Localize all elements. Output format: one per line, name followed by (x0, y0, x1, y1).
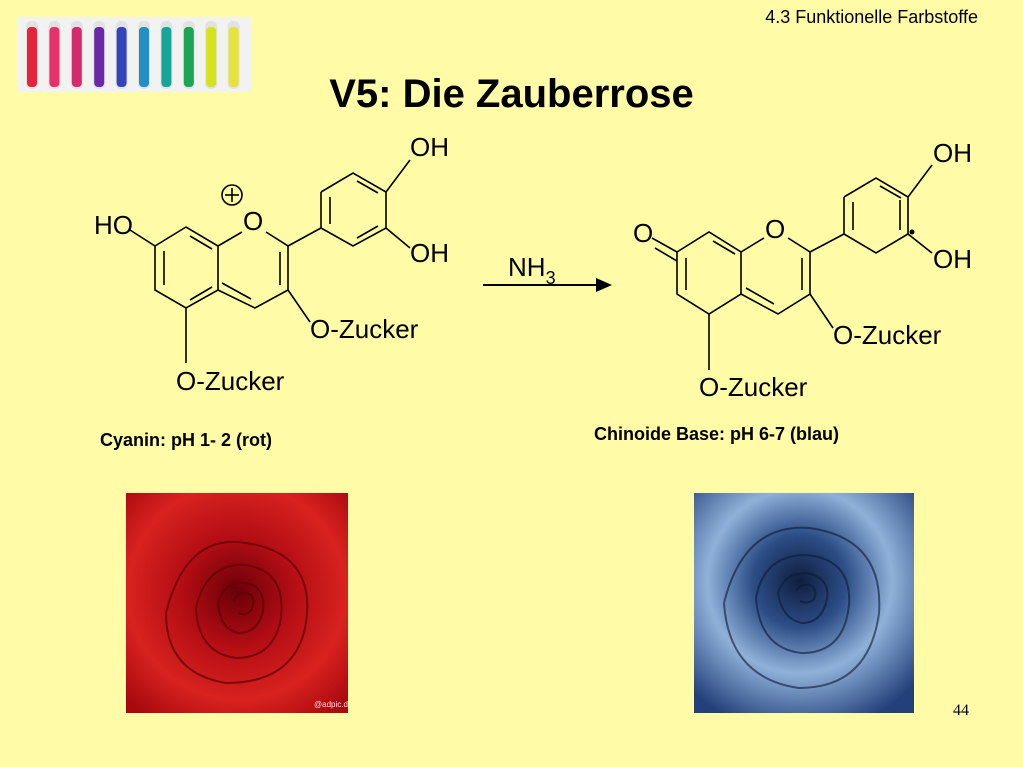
slide-title: V5: Die Zauberrose (329, 72, 694, 116)
test-tube-liquid (94, 27, 105, 87)
red-rose-photo: @adpic.de (126, 493, 348, 713)
test-tube-liquid (27, 27, 37, 87)
test-tube-liquid (139, 27, 149, 87)
test-tube-liquid (228, 27, 239, 87)
test-tube-liquid (161, 27, 172, 87)
test-tube-liquid (71, 27, 82, 87)
caption-cyanin: Cyanin: pH 1- 2 (rot) (100, 430, 273, 450)
right-ring-oxygen: O (765, 214, 785, 244)
caption-chinoide-base: Chinoide Base: pH 6-7 (blau) (594, 424, 840, 444)
right-oh-mid: OH (933, 244, 972, 274)
right-oh-top: OH (933, 138, 972, 168)
section-label: 4.3 Funktionelle Farbstoffe (765, 7, 978, 27)
page-number: 44 (953, 702, 969, 719)
test-tube-liquid (116, 27, 127, 87)
right-o-zucker-right: O-Zucker (833, 320, 942, 350)
test-tube-liquid (49, 27, 60, 87)
photo-watermark: @adpic.de (314, 700, 348, 709)
left-ring-oxygen: O (243, 206, 263, 236)
right-o-zucker-bottom: O-Zucker (699, 372, 808, 402)
test-tube-liquid (183, 27, 194, 87)
left-oh-mid: OH (410, 238, 449, 268)
left-ho: HO (94, 210, 133, 240)
reagent-label: NH3 (508, 252, 556, 288)
test-tube-liquid (206, 27, 217, 87)
left-o-zucker-right: O-Zucker (310, 314, 419, 344)
left-o-zucker-bottom: O-Zucker (176, 366, 285, 396)
blue-rose-photo (694, 493, 914, 713)
right-carbonyl-oxygen: O (633, 218, 653, 248)
left-ring-c (217, 231, 243, 247)
left-oh-top: OH (410, 132, 449, 162)
right-ring-c (740, 237, 765, 253)
test-tubes-photo (18, 17, 252, 92)
